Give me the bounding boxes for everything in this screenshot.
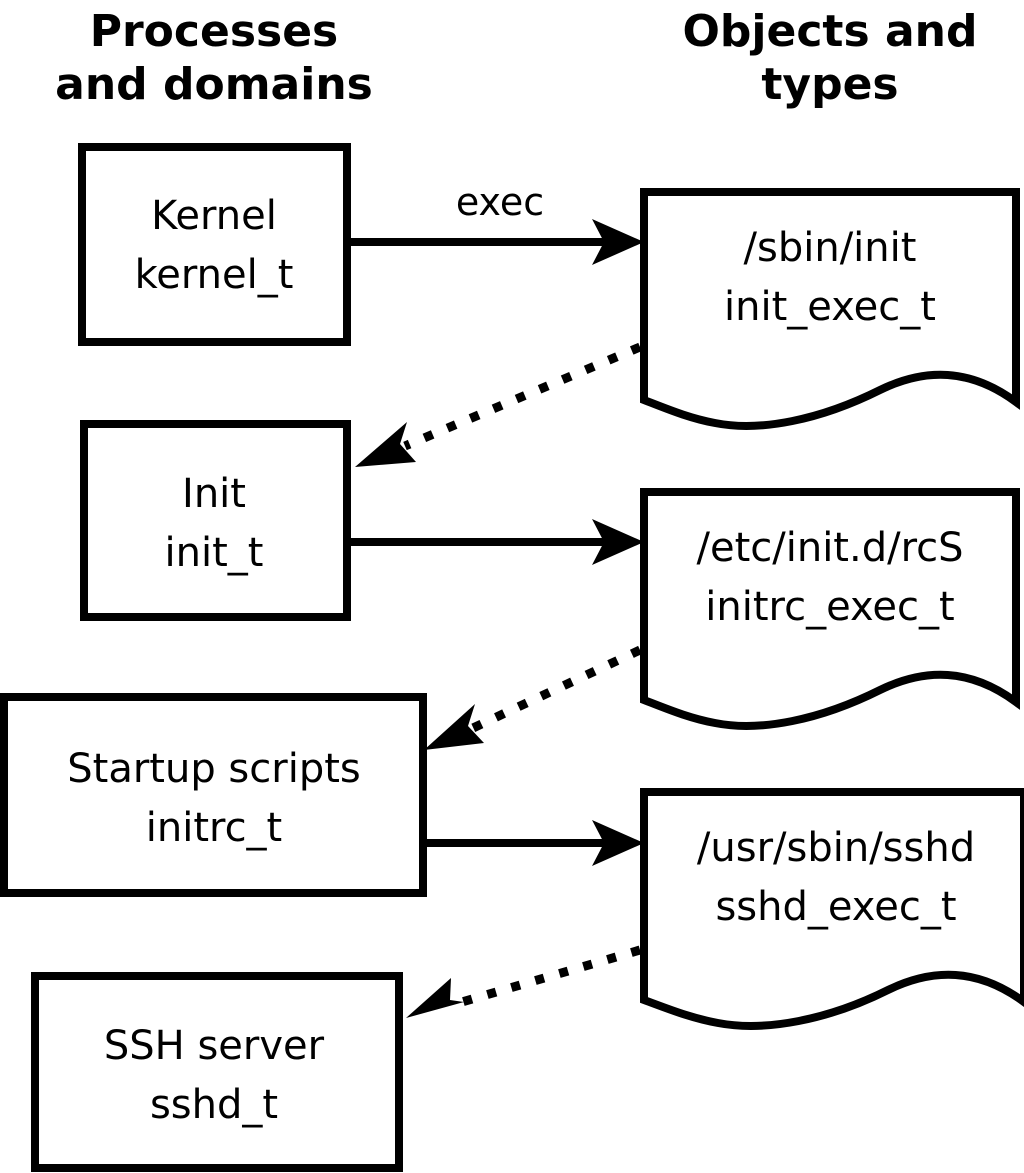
node-startup-scripts[interactable]: Startup scripts initrc_t [0,693,427,897]
column-header-objects-line2: types [761,59,898,110]
arrowhead-sshd-transition [406,978,464,1018]
edge-sshd-exec-to-sshd [406,945,642,1018]
node-kernel-box[interactable] [78,143,351,346]
node-sbin-init-line2: init_exec_t [724,284,936,330]
edge-line-initrc-transition [471,645,642,733]
edge-init-to-initrc-exec [350,519,644,565]
node-startup-scripts-box[interactable] [0,693,427,897]
node-init-line2: init_t [165,530,264,576]
node-usr-sbin-sshd-line2: sshd_exec_t [715,884,956,930]
node-ssh-server[interactable]: SSH server sshd_t [31,972,403,1172]
node-init[interactable]: Init init_t [80,420,351,621]
node-init-line1: Init [182,471,246,517]
node-etc-initd-rcs[interactable]: /etc/init.d/rcS initrc_exec_t [640,488,1020,730]
node-etc-initd-rcs-line2: initrc_exec_t [705,584,954,630]
node-kernel-line1: Kernel [151,193,277,239]
edge-init-exec-to-init [355,342,642,467]
arrowhead-init-transition [355,422,416,467]
column-header-objects: Objects and types [683,6,978,110]
node-usr-sbin-sshd[interactable]: /usr/sbin/sshd sshd_exec_t [640,788,1024,1030]
node-ssh-server-box[interactable] [31,972,403,1172]
edge-initrc-exec-to-initrc [424,645,642,750]
edge-line-init-transition [403,342,642,451]
node-usr-sbin-sshd-line1: /usr/sbin/sshd [697,825,975,871]
node-sbin-init-document[interactable] [640,188,1020,430]
node-etc-initd-rcs-line1: /etc/init.d/rcS [696,525,963,571]
arrowhead-initrc-transition [424,704,484,750]
node-etc-initd-rcs-document[interactable] [640,488,1020,730]
column-header-processes-line2: and domains [55,59,373,110]
node-startup-scripts-line2: initrc_t [146,805,283,851]
edge-label-exec: exec [456,180,544,224]
node-init-box[interactable] [80,420,351,621]
node-ssh-server-line2: sshd_t [150,1082,278,1128]
node-kernel[interactable]: Kernel kernel_t [78,143,351,346]
node-ssh-server-line1: SSH server [104,1023,325,1069]
node-sbin-init[interactable]: /sbin/init init_exec_t [640,188,1020,430]
edge-kernel-to-init-exec: exec [350,180,644,265]
node-usr-sbin-sshd-document[interactable] [640,788,1024,1030]
column-header-objects-line1: Objects and [683,6,978,57]
node-sbin-init-line1: /sbin/init [744,225,917,271]
edge-initrc-to-sshd-exec [427,820,644,866]
edge-line-sshd-transition [453,945,642,1009]
node-kernel-line2: kernel_t [135,252,294,298]
node-startup-scripts-line1: Startup scripts [67,746,360,792]
column-header-processes-line1: Processes [90,6,339,57]
arrowhead-init-exec [592,519,644,565]
arrowhead-kernel-exec [592,219,644,265]
column-header-processes: Processes and domains [55,6,373,110]
arrowhead-initrc-exec [592,820,644,866]
